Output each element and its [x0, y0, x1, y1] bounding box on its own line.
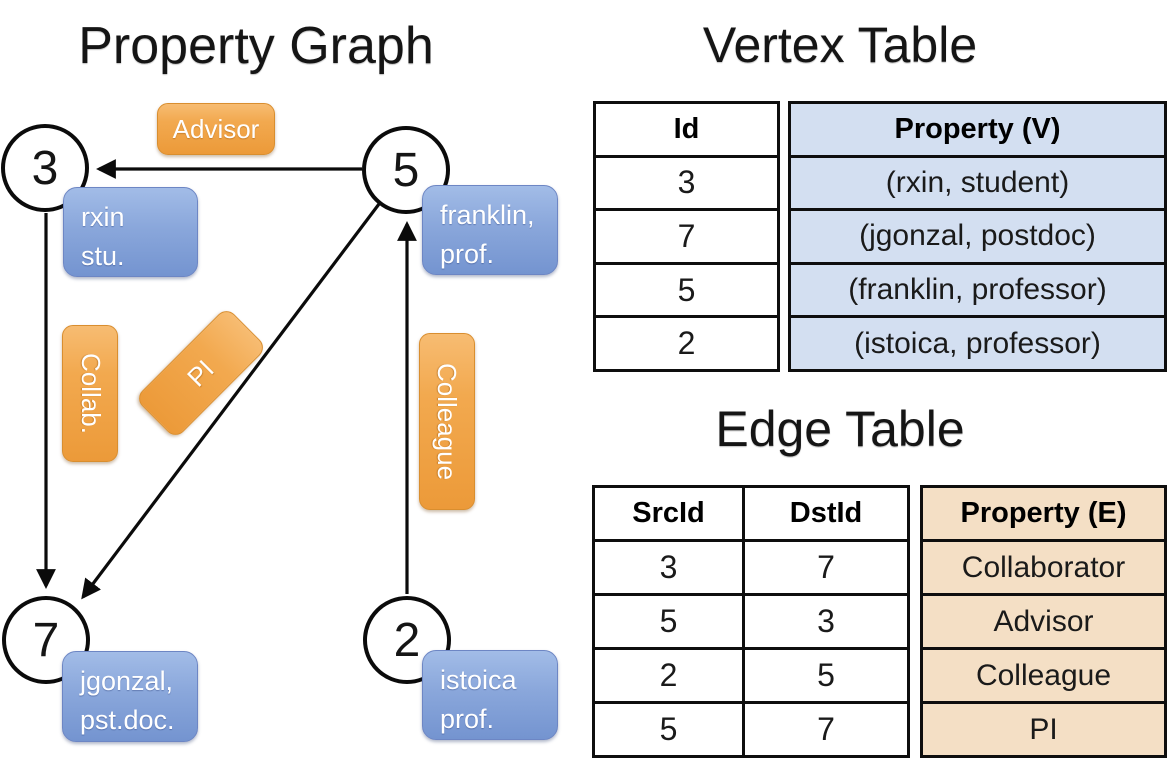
vertex-property-box-5: franklin, prof.: [422, 185, 558, 275]
edge-table-src-cell: 2: [595, 650, 742, 701]
edge-label-text: Colleague: [432, 362, 463, 481]
vertex-property-box-3: rxin stu.: [63, 187, 198, 277]
vertex-table-property-cell: (franklin, professor): [791, 264, 1164, 316]
vertex-table-id-header: Id: [596, 104, 777, 155]
edge-table-src-dst-columns: SrcId DstId 3 7 5 3 2 5 5 7: [592, 485, 910, 758]
vertex-node-5: 5: [362, 126, 450, 214]
vertex-table-id-cell: 2: [596, 318, 777, 369]
vertex-table-property-cell: (istoica, professor): [791, 318, 1164, 369]
vertex-table-property-column: Property (V) (rxin, student) (jgonzal, p…: [788, 101, 1167, 372]
edge-table-dst-cell: 3: [745, 596, 907, 647]
vertex-table-id-column: Id 3 7 5 2: [593, 101, 780, 372]
vertex-property-line1: franklin,: [440, 200, 535, 230]
vertex-table-property-cell: (rxin, student): [791, 157, 1164, 209]
vertex-property-line2: prof.: [440, 239, 495, 270]
edge-label-advisor: Advisor: [157, 103, 275, 155]
vertex-property-line1: istoica: [440, 665, 517, 695]
vertex-table-id-cell: 3: [596, 157, 777, 209]
vertex-id: 7: [32, 613, 60, 667]
vertex-property-line1: jgonzal,: [80, 666, 174, 696]
edge-table-property-cell: Colleague: [923, 650, 1164, 701]
vertex-property-line2: stu.: [81, 241, 125, 272]
edge-table-src-cell: 3: [595, 542, 742, 593]
vertex-table-property-header: Property (V): [791, 104, 1164, 155]
edge-table-property-cell: Advisor: [923, 596, 1164, 647]
vertex-property-line2: prof.: [440, 704, 495, 735]
vertex-table-id-cell: 7: [596, 211, 777, 262]
vertex-table-title: Vertex Table: [702, 17, 978, 73]
vertex-id: 2: [393, 613, 421, 667]
vertex-table-property-cell: (jgonzal, postdoc): [791, 211, 1164, 262]
vertex-id: 5: [392, 143, 420, 197]
edge-label-text: Collab.: [75, 353, 106, 434]
edge-table-property-cell: Collaborator: [923, 542, 1164, 593]
edge-table-title: Edge Table: [715, 401, 965, 457]
edge-label-text: Advisor: [172, 113, 260, 144]
graph-edges-layer: [36, 159, 417, 600]
vertex-id: 3: [31, 141, 59, 195]
edge-table-dst-header: DstId: [745, 488, 907, 539]
edge-table-src-header: SrcId: [595, 488, 742, 539]
vertex-property-line1: rxin: [81, 202, 125, 232]
edge-table-src-cell: 5: [595, 704, 742, 755]
edge-table-dst-cell: 7: [745, 704, 907, 755]
edge-pi-5-to-7: [81, 203, 381, 600]
vertex-table-id-cell: 5: [596, 264, 777, 316]
vertex-property-box-7: jgonzal, pst.doc.: [62, 651, 198, 742]
edge-table-property-column: Property (E) Collaborator Advisor Collea…: [920, 485, 1167, 758]
edge-label-collab: Collab.: [62, 325, 118, 462]
edge-table-property-header: Property (E): [923, 488, 1164, 539]
property-graph-title: Property Graph: [78, 17, 434, 75]
edge-label-text: PI: [181, 353, 220, 392]
edge-table-dst-cell: 7: [745, 542, 907, 593]
edge-label-colleague: Colleague: [419, 333, 475, 510]
vertex-property-line2: pst.doc.: [80, 705, 175, 736]
edge-table-src-cell: 5: [595, 596, 742, 647]
edge-table-dst-cell: 5: [745, 650, 907, 701]
vertex-node-2: 2: [363, 596, 451, 684]
edge-table-property-cell: PI: [923, 704, 1164, 755]
vertex-property-box-2: istoica prof.: [422, 650, 558, 740]
